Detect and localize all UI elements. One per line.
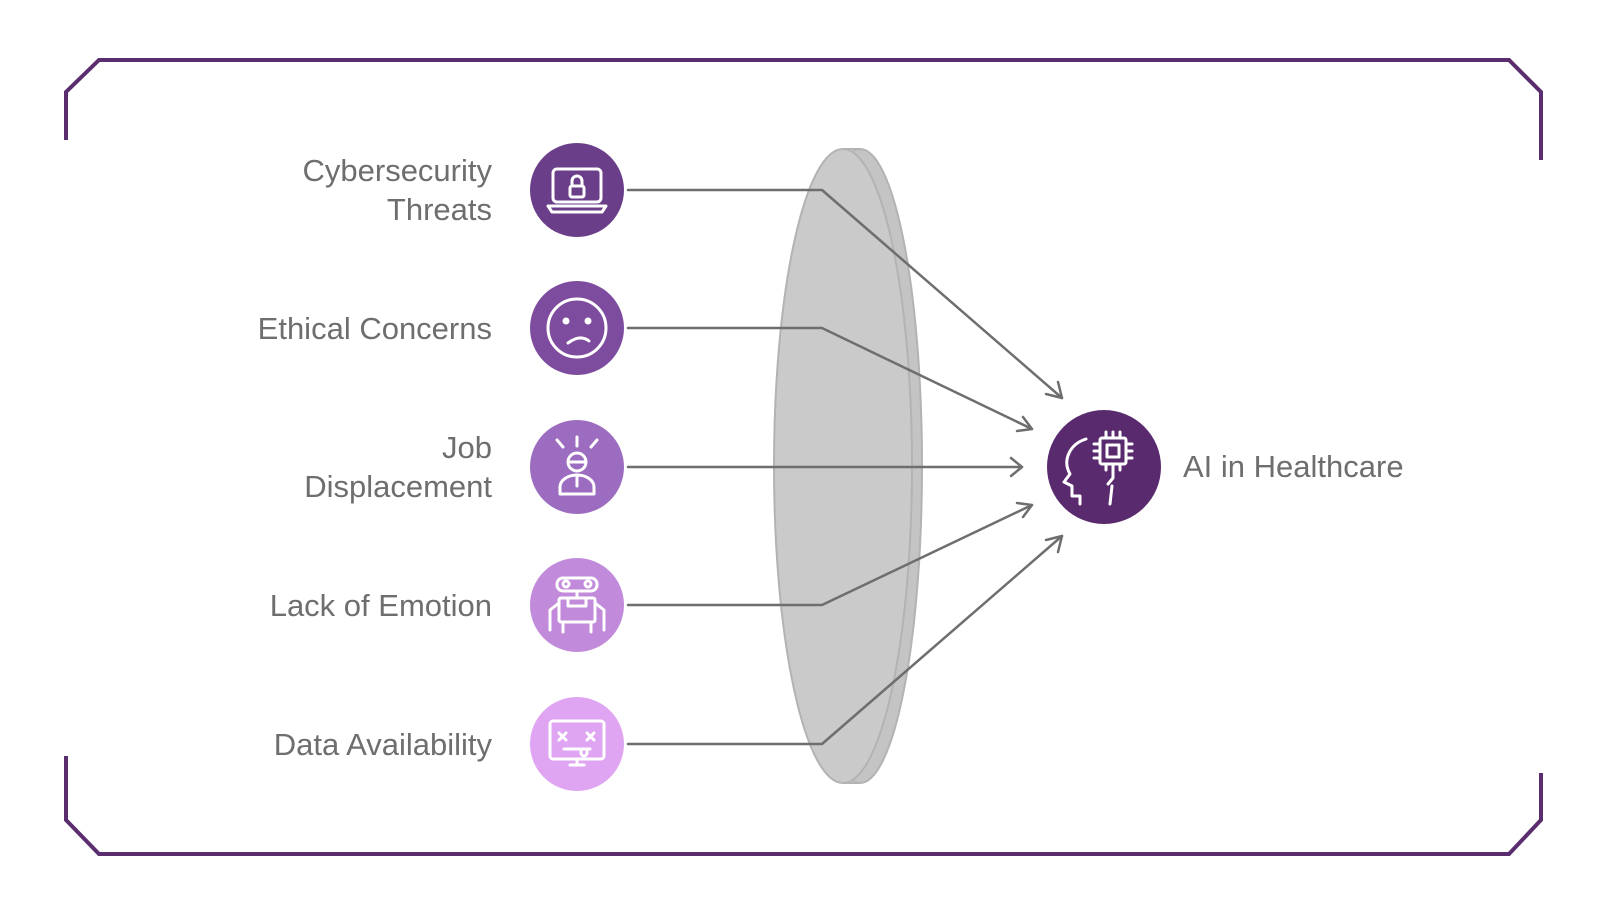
arrow-data [626,534,1064,746]
label-lack-of-emotion: Lack of Emotion [270,586,492,625]
target-circle [1047,410,1161,524]
label-line: Displacement [304,469,492,504]
label-line: Cybersecurity [302,153,493,188]
broken-monitor-icon [548,719,606,767]
target-node [1047,410,1161,524]
arrow-emotion [626,501,1034,607]
arrow-job [626,456,1024,478]
node-circle [530,697,624,791]
arrow-ethical [626,326,1034,433]
input-node-cybersecurity [530,143,624,237]
frame-top [64,58,1543,160]
input-node-emotion [530,558,624,652]
input-node-job [530,420,624,514]
label-line: Lack of Emotion [269,588,492,623]
frame-bottom [64,756,1543,856]
target-label: AI in Healthcare [1183,449,1404,484]
label-line: Data Availability [273,727,492,762]
arrow-cybersecurity [626,188,1064,400]
robot-icon [548,576,606,634]
ai-head-chip-icon [1062,430,1134,506]
frame [64,58,1543,856]
label-line: Ethical Concerns [257,311,492,346]
label-line: Job [442,430,492,465]
label-job-displacement: Job Displacement [304,428,492,506]
node-circle [530,281,624,375]
laptop-lock-icon [546,167,608,214]
label-cybersecurity-threats: Cybersecurity Threats [303,151,493,229]
label-data-availability: Data Availability [274,725,492,764]
input-node-ethical [530,281,624,375]
arrows [626,188,1064,746]
confused-face-icon [546,297,608,359]
label-ethical-concerns: Ethical Concerns [258,309,492,348]
stressed-person-icon [555,435,599,496]
node-circle [530,143,624,237]
input-node-data [530,697,624,791]
node-circle [530,420,624,514]
label-line: Threats [386,192,492,227]
